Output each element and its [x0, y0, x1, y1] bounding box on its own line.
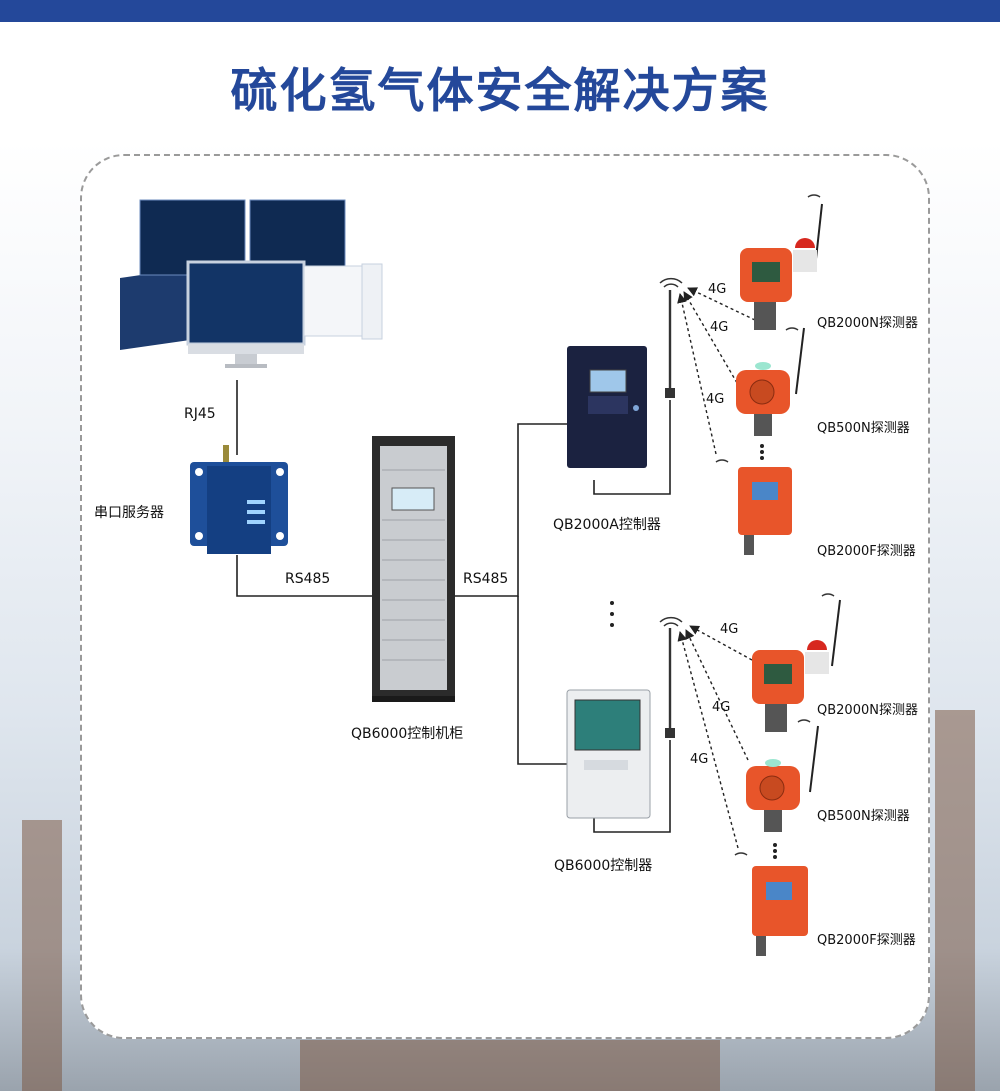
- wifi-icon: [659, 194, 835, 856]
- alarm-light-icon: [807, 640, 827, 650]
- link-4g-label: 4G: [708, 282, 727, 297]
- rs485-right-label: RS485: [463, 571, 509, 587]
- rj45-label: RJ45: [184, 406, 216, 422]
- connection-lines: [236, 380, 671, 833]
- gas-detector-icon: [740, 203, 823, 330]
- controller-b-label: QB6000控制器: [554, 858, 653, 874]
- gas-detector-icon: [752, 599, 841, 732]
- industrial-silhouette: [22, 710, 975, 1091]
- link-4g-label: 4G: [706, 392, 725, 407]
- link-4g-label: 4G: [690, 752, 709, 767]
- detector-label-top-1: QB2000N探测器: [817, 316, 918, 331]
- alarm-light-icon: [795, 238, 815, 248]
- detector-label-top-3: QB2000F探测器: [817, 544, 916, 559]
- page-title: 硫化氢气体安全解决方案: [230, 64, 770, 119]
- rs485-left-label: RS485: [285, 571, 331, 587]
- link-4g-label: 4G: [712, 700, 731, 715]
- detector-label-bot-3: QB2000F探测器: [817, 933, 916, 948]
- detector-label-bot-2: QB500N探测器: [817, 809, 910, 824]
- gas-detector-icon: [738, 467, 792, 555]
- cabinet-label: QB6000控制机柜: [351, 726, 464, 742]
- detector-label-top-2: QB500N探测器: [817, 421, 910, 436]
- link-4g-label: 4G: [710, 320, 729, 335]
- controller-icon: [567, 346, 647, 468]
- gas-detector-icon: [746, 725, 819, 832]
- gas-detector-icon: [736, 327, 805, 436]
- cabinet-icon: [372, 436, 455, 702]
- controller-a-label: QB2000A控制器: [553, 517, 661, 533]
- controller-icon: [566, 689, 651, 819]
- monitor-icon: [120, 199, 383, 368]
- detector-label-bot-1: QB2000N探测器: [817, 703, 918, 718]
- serial-server-icon: [190, 445, 288, 554]
- gas-detector-icon: [752, 866, 808, 956]
- top-bar: [0, 0, 1000, 22]
- serial-server-label: 串口服务器: [94, 505, 164, 521]
- link-4g-label: 4G: [720, 622, 739, 637]
